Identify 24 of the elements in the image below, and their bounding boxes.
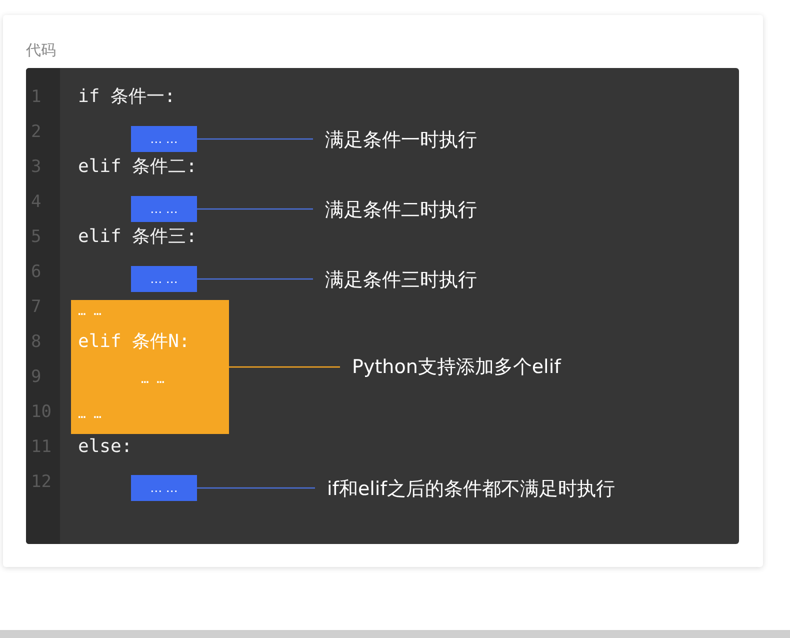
- leader-line: [197, 487, 315, 489]
- annotation-text: if和elif之后的条件都不满足时执行: [327, 477, 615, 502]
- code-placeholder-box: … …: [131, 266, 197, 292]
- code-line: else:: [78, 435, 132, 459]
- code-placeholder-box: … …: [131, 196, 197, 222]
- leader-line: [197, 278, 313, 280]
- code-line: if 条件一:: [78, 85, 176, 109]
- ellipsis-text: … …: [141, 371, 164, 389]
- code-line: elif 条件二:: [78, 155, 198, 179]
- code-line: elif 条件三:: [78, 225, 198, 249]
- leader-line: [229, 366, 340, 368]
- code-line: elif 条件N:: [78, 331, 190, 353]
- annotation-text: 满足条件三时执行: [325, 268, 477, 293]
- code-placeholder-box: … …: [131, 126, 197, 152]
- leader-line: [197, 138, 313, 140]
- ellipsis-text: … …: [78, 303, 102, 321]
- annotation-text: 满足条件二时执行: [325, 198, 477, 223]
- code-placeholder-box: … …: [131, 475, 197, 501]
- annotation-text: 满足条件一时执行: [325, 128, 477, 153]
- annotation-text: Python支持添加多个elif: [352, 355, 561, 380]
- leader-line: [197, 208, 313, 210]
- section-title: 代码: [26, 40, 56, 61]
- highlighted-code-block: [71, 300, 229, 434]
- ellipsis-text: … …: [78, 406, 102, 424]
